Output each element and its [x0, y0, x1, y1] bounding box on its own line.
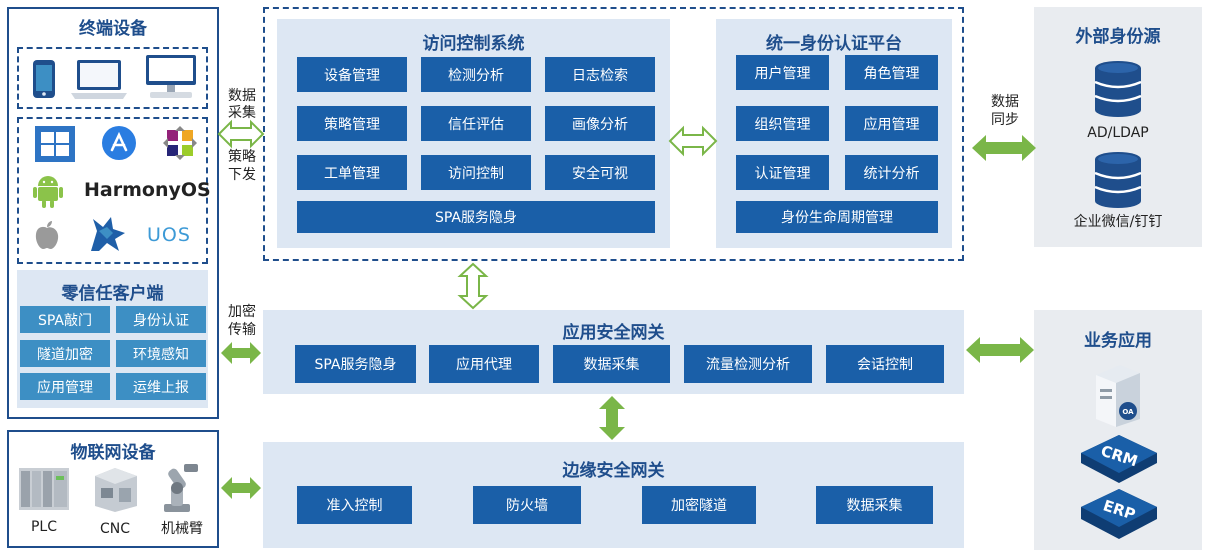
- laptop-icon: [68, 56, 130, 102]
- crm-icon: CRM: [1076, 432, 1162, 486]
- plc-label: PLC: [30, 519, 58, 535]
- spa-hide-gateway-button[interactable]: SPA服务隐身: [295, 345, 416, 383]
- access-control-title: 访问控制系统: [422, 34, 525, 54]
- erp-icon: ERP: [1076, 486, 1162, 542]
- plc-icon: [16, 462, 72, 516]
- log-search-button[interactable]: 日志检索: [545, 57, 655, 92]
- iot-devices-panel: [7, 430, 219, 548]
- encrypt-tunnel-button[interactable]: 加密隧道: [642, 486, 756, 524]
- oa-server-icon: OA: [1088, 360, 1148, 430]
- firewall-button[interactable]: 防火墙: [473, 486, 581, 524]
- cnc-icon: [88, 464, 142, 514]
- traffic-detect-button[interactable]: 流量检测分析: [684, 345, 812, 383]
- app-store-icon: [99, 124, 139, 162]
- android-icon: [30, 172, 66, 210]
- collect-label-1: 数据: [228, 88, 256, 104]
- admission-control-button[interactable]: 准入控制: [297, 486, 412, 524]
- collect-policy-arrow: [217, 119, 265, 149]
- business-apps-title: 业务应用: [1084, 331, 1152, 351]
- wechat-database-icon: [1090, 150, 1146, 210]
- security-visual-button[interactable]: 安全可视: [545, 155, 655, 190]
- encrypt-label-2: 传输: [228, 322, 256, 338]
- auth-manage-button[interactable]: 认证管理: [736, 155, 829, 190]
- stats-analysis-button[interactable]: 统计分析: [845, 155, 938, 190]
- kylin-icon: [84, 212, 130, 256]
- env-sense-button[interactable]: 环境感知: [116, 340, 206, 367]
- harmonyos-label: HarmonyOS: [84, 179, 211, 201]
- apple-icon: [30, 218, 64, 252]
- encrypt-transport-arrow: [221, 342, 261, 364]
- identity-auth-button[interactable]: 身份认证: [116, 306, 206, 333]
- ad-ldap-label: AD/LDAP: [1087, 125, 1149, 141]
- uos-label: UOS: [147, 224, 191, 246]
- control-gateway-arrow: [457, 262, 489, 310]
- terminal-devices-panel: [7, 7, 219, 419]
- wechat-dingtalk-label: 企业微信/钉钉: [1073, 214, 1163, 230]
- windows-icon: [34, 124, 76, 164]
- gateway-business-arrow: [966, 337, 1034, 363]
- role-manage-button[interactable]: 角色管理: [845, 55, 938, 90]
- terminal-devices-title: 终端设备: [79, 19, 147, 39]
- oa-label: OA: [1122, 408, 1134, 416]
- app-manage-client-button[interactable]: 应用管理: [20, 373, 110, 400]
- robot-arm-label: 机械臂: [161, 521, 203, 537]
- phone-icon: [30, 58, 58, 100]
- session-control-button[interactable]: 会话控制: [826, 345, 944, 383]
- app-gateway-title: 应用安全网关: [562, 323, 665, 343]
- sync-label-2: 同步: [991, 112, 1019, 128]
- ldap-database-icon: [1090, 58, 1146, 120]
- data-sync-arrow: [972, 135, 1036, 161]
- access-identity-arrow: [668, 125, 718, 157]
- device-row: [17, 47, 208, 109]
- app-manage-identity-button[interactable]: 应用管理: [845, 106, 938, 141]
- edge-gateway-title: 边缘安全网关: [562, 461, 665, 481]
- detect-analysis-button[interactable]: 检测分析: [421, 57, 531, 92]
- collect-label-2: 采集: [228, 105, 256, 121]
- robot-arm-icon: [156, 460, 204, 516]
- ops-report-button[interactable]: 运维上报: [116, 373, 206, 400]
- os-panel: [17, 117, 208, 264]
- iot-devices-title: 物联网设备: [70, 443, 156, 463]
- encrypt-label-1: 加密: [228, 304, 256, 320]
- centos-icon: [160, 124, 200, 162]
- data-collect-gateway-button[interactable]: 数据采集: [553, 345, 670, 383]
- trust-eval-button[interactable]: 信任评估: [421, 106, 531, 141]
- org-manage-button[interactable]: 组织管理: [736, 106, 829, 141]
- cnc-label: CNC: [99, 521, 131, 537]
- device-manage-button[interactable]: 设备管理: [297, 57, 407, 92]
- desktop-icon: [143, 52, 199, 102]
- tunnel-encrypt-button[interactable]: 隧道加密: [20, 340, 110, 367]
- sync-label-1: 数据: [991, 94, 1019, 110]
- data-collect-edge-button[interactable]: 数据采集: [816, 486, 933, 524]
- zero-trust-client-title: 零信任客户端: [61, 284, 164, 304]
- gateway-edge-arrow: [599, 396, 625, 440]
- iot-edge-arrow: [221, 477, 261, 499]
- policy-label-2: 下发: [228, 167, 256, 183]
- policy-label-1: 策略: [228, 149, 256, 165]
- access-control-button[interactable]: 访问控制: [421, 155, 531, 190]
- identity-platform-title: 统一身份认证平台: [766, 34, 902, 54]
- user-manage-button[interactable]: 用户管理: [736, 55, 829, 90]
- profile-analysis-button[interactable]: 画像分析: [545, 106, 655, 141]
- spa-knock-button[interactable]: SPA敲门: [20, 306, 110, 333]
- identity-lifecycle-button[interactable]: 身份生命周期管理: [736, 201, 938, 233]
- spa-hide-control-button[interactable]: SPA服务隐身: [297, 201, 655, 233]
- app-proxy-button[interactable]: 应用代理: [429, 345, 539, 383]
- policy-manage-button[interactable]: 策略管理: [297, 106, 407, 141]
- external-identity-title: 外部身份源: [1075, 27, 1161, 47]
- ticket-manage-button[interactable]: 工单管理: [297, 155, 407, 190]
